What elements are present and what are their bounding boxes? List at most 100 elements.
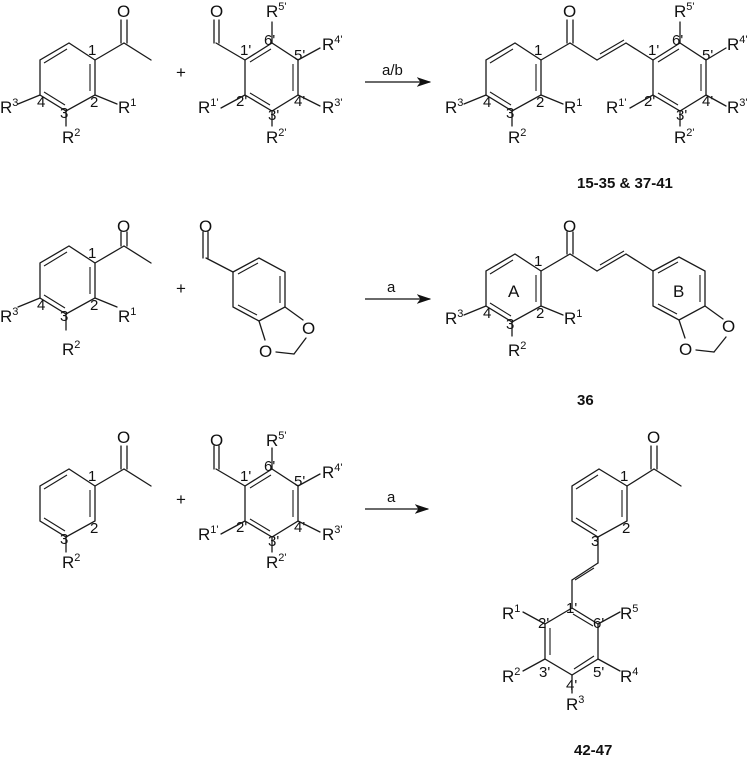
svg-text:2': 2' <box>236 519 247 536</box>
carbonyl-oxygen: O <box>117 2 130 21</box>
svg-text:R2': R2' <box>266 552 287 572</box>
svg-text:6': 6' <box>264 458 275 475</box>
svg-text:5': 5' <box>702 47 713 64</box>
product-substituent-r1: R1 <box>502 603 520 623</box>
svg-text:3: 3 <box>591 533 599 550</box>
svg-text:4: 4 <box>37 94 45 111</box>
svg-text:1: 1 <box>534 42 542 59</box>
reaction-condition: a <box>387 489 396 506</box>
svg-text:R2: R2 <box>62 552 80 572</box>
svg-text:3': 3' <box>676 107 687 124</box>
svg-text:O: O <box>210 431 223 450</box>
plus-sign: + <box>176 279 186 298</box>
svg-text:R5': R5' <box>266 430 287 450</box>
substituent-r1p: R1' <box>198 97 219 117</box>
plus-sign: + <box>176 63 186 82</box>
aldehyde-oxygen: O <box>199 217 212 236</box>
svg-text:R3: R3 <box>0 306 18 326</box>
svg-text:2: 2 <box>90 297 98 314</box>
row3-reaction-arrow: a <box>365 489 430 514</box>
svg-text:3: 3 <box>506 105 514 122</box>
svg-text:1: 1 <box>88 468 96 485</box>
row3-product-stilbene: O 1 2 3 1' 2' 3' 4' 5' 6' R1 R2 R3 R4 R5 <box>502 428 682 714</box>
svg-text:2: 2 <box>536 305 544 322</box>
product-substituent-r3: R3 <box>566 694 584 714</box>
svg-text:R3': R3' <box>727 97 748 117</box>
svg-text:R2: R2 <box>508 127 526 147</box>
row1-product-chalcone: O 1 2 3 4 R1 R2 R3 1' 6' 5' 4' 3' 2' R5'… <box>445 1 748 147</box>
svg-text:3': 3' <box>268 107 279 124</box>
svg-text:1: 1 <box>88 42 96 59</box>
svg-text:2': 2' <box>644 93 655 110</box>
compound-label-row2: 36 <box>577 392 594 409</box>
row1-reactant-benzaldehyde: O 1' 6' 5' 4' 3' 2' R5' R4' R3' R2' R1' <box>198 1 343 147</box>
substituent-r2p: R2' <box>266 127 287 147</box>
svg-text:R1: R1 <box>118 306 136 326</box>
svg-text:R1': R1' <box>198 524 219 544</box>
product-carbonyl-oxygen: O <box>647 428 660 447</box>
ring-oxygen: O <box>259 342 272 361</box>
reaction-condition: a <box>387 279 396 296</box>
row1-reactant-acetophenone: O 1 2 3 4 R1 R2 R3 <box>0 2 152 147</box>
svg-text:6': 6' <box>672 32 683 49</box>
svg-text:2: 2 <box>90 94 98 111</box>
ring-a-label: A <box>508 282 520 301</box>
svg-text:R2: R2 <box>508 340 526 360</box>
row3-reactant-benzaldehyde: O 1' 6' 5' 4' 3' 2' R5' R4' R3' R2' R1' <box>198 430 343 572</box>
svg-text:1': 1' <box>240 468 251 485</box>
substituent-r4p: R4' <box>322 34 343 54</box>
svg-text:1: 1 <box>88 245 96 262</box>
compound-label-row3: 42-47 <box>574 742 612 758</box>
svg-text:R4': R4' <box>727 34 748 54</box>
svg-text:R4': R4' <box>322 462 343 482</box>
row2-reaction-arrow: a <box>365 279 432 304</box>
svg-text:R1: R1 <box>564 308 582 328</box>
svg-text:1: 1 <box>620 468 628 485</box>
product-substituent-r2: R2 <box>502 666 520 686</box>
substituent-r1: R1 <box>118 97 136 117</box>
compound-label-row1: 15-35 & 37-41 <box>577 175 673 192</box>
svg-text:R5': R5' <box>674 1 695 21</box>
ring-oxygen: O <box>302 319 315 338</box>
substituent-r3p: R3' <box>322 97 343 117</box>
product-carbonyl-oxygen: O <box>563 217 576 236</box>
product-carbonyl-oxygen: O <box>563 2 576 21</box>
substituent-r2: R2 <box>62 127 80 147</box>
svg-text:6': 6' <box>264 32 275 49</box>
svg-text:R1: R1 <box>564 97 582 117</box>
row2-reactant-acetophenone: O 1 2 3 4 R1 R2 R3 <box>0 217 152 359</box>
aldehyde-oxygen: O <box>210 2 223 21</box>
reaction-condition: a/b <box>382 62 403 79</box>
svg-text:R3: R3 <box>445 308 463 328</box>
svg-text:5': 5' <box>593 664 604 681</box>
ring-oxygen: O <box>679 340 692 359</box>
svg-text:3': 3' <box>539 664 550 681</box>
svg-text:1': 1' <box>240 42 251 59</box>
svg-text:5': 5' <box>294 47 305 64</box>
svg-text:1': 1' <box>648 42 659 59</box>
svg-text:4': 4' <box>294 93 305 110</box>
svg-text:3: 3 <box>60 105 68 122</box>
svg-text:3': 3' <box>268 533 279 550</box>
svg-text:1': 1' <box>566 600 577 617</box>
svg-text:4: 4 <box>37 297 45 314</box>
svg-text:5': 5' <box>294 473 305 490</box>
svg-text:4': 4' <box>702 93 713 110</box>
svg-text:2': 2' <box>236 93 247 110</box>
row1-reaction-arrow: a/b <box>365 62 432 87</box>
svg-text:2: 2 <box>90 520 98 537</box>
svg-text:1: 1 <box>534 253 542 270</box>
product-substituent-r4: R4 <box>620 666 638 686</box>
row2-product-chalcone: A O 1 2 3 4 R1 R2 R3 B O O <box>445 217 735 360</box>
ring-b-label: B <box>673 282 684 301</box>
svg-text:R2': R2' <box>674 127 695 147</box>
substituent-r5p: R5' <box>266 1 287 21</box>
svg-text:3: 3 <box>60 308 68 325</box>
product-substituent-r5: R5 <box>620 603 638 623</box>
svg-text:4': 4' <box>294 519 305 536</box>
ring-oxygen: O <box>722 317 735 336</box>
svg-text:4: 4 <box>483 305 491 322</box>
plus-sign: + <box>176 490 186 509</box>
svg-text:2: 2 <box>536 94 544 111</box>
